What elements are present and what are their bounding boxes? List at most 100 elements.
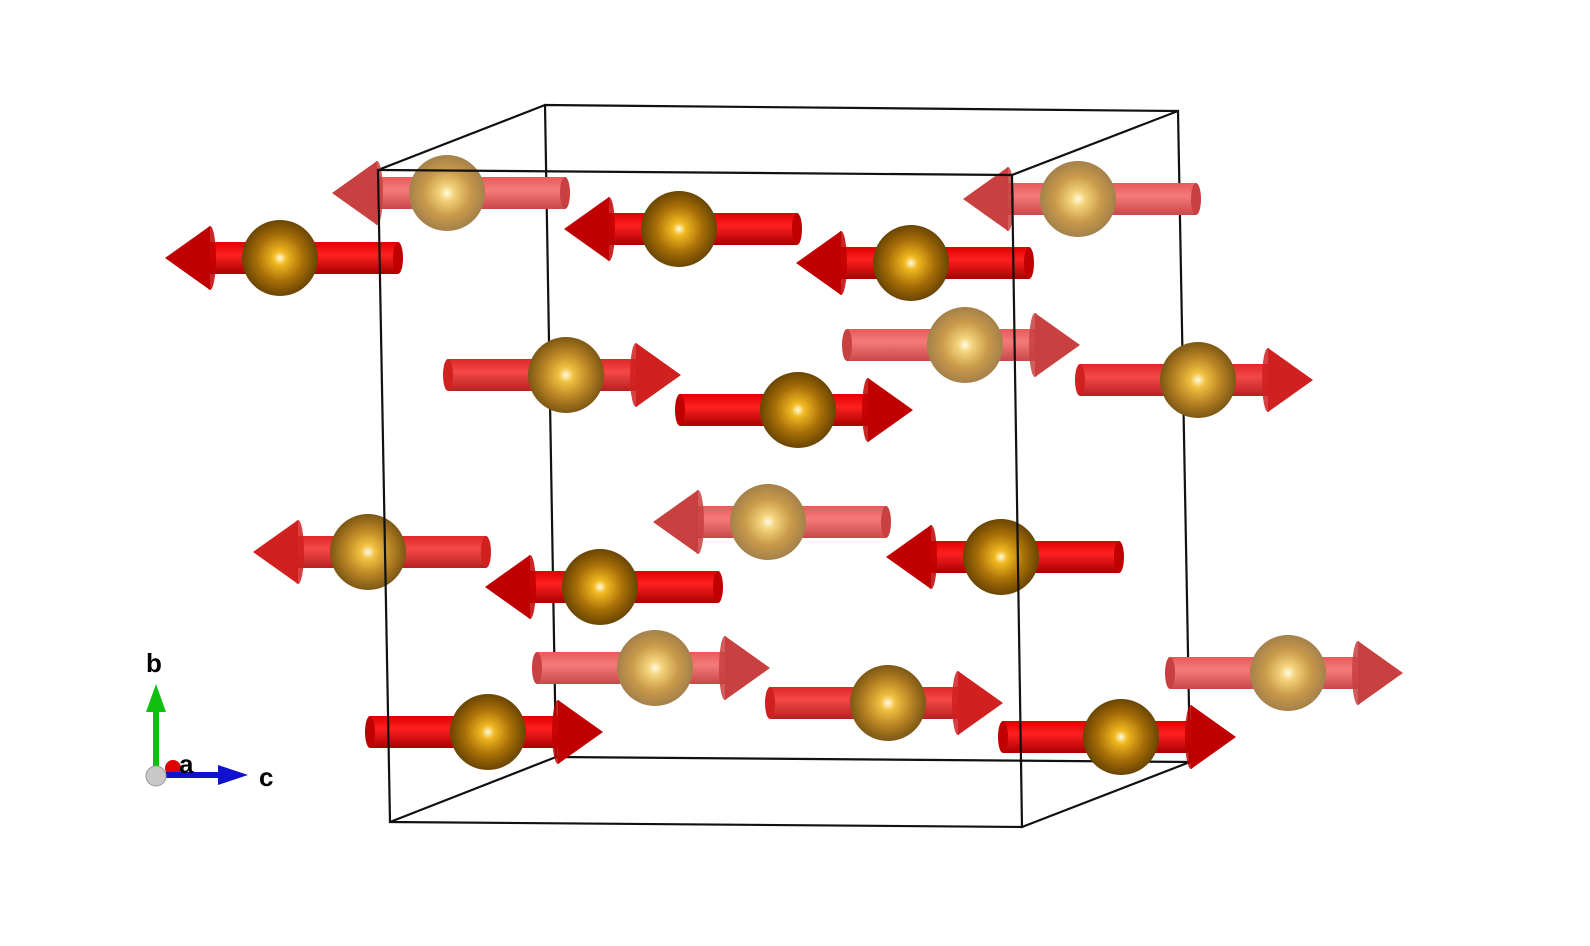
spin-arrow-tail-cap [675, 394, 685, 426]
spin-arrow-tail-cap [481, 536, 491, 568]
spin-arrowhead-base [1185, 705, 1197, 769]
spin-arrow-tail-cap [532, 652, 542, 684]
spin-arrow-tail-cap [792, 213, 802, 245]
atom-sphere [562, 549, 638, 625]
atom-sphere [528, 337, 604, 413]
spin-arrowhead-base [1262, 348, 1274, 412]
magnetic-atom [675, 372, 913, 448]
atom-sphere [850, 665, 926, 741]
spin-arrowhead-base [603, 197, 615, 261]
atom-sphere [1250, 635, 1326, 711]
spin-arrowhead-base [552, 700, 564, 764]
cell-edge [1011, 109, 1179, 177]
magnetic-atom [365, 694, 603, 770]
spin-arrowhead-base [292, 520, 304, 584]
spin-arrow-tail-cap [1024, 247, 1034, 279]
spin-arrowhead [1191, 705, 1236, 769]
cell-front-face [376, 168, 1024, 829]
spin-arrow-tail-cap [713, 571, 723, 603]
spin-arrow-tail-cap [365, 716, 375, 748]
magnetic-atom [998, 699, 1236, 775]
magnetic-atom [653, 484, 891, 560]
unit-cell-front-face [376, 168, 1024, 829]
spin-arrowhead [636, 343, 681, 407]
magnetic-atom [532, 630, 770, 706]
atom-sphere [242, 220, 318, 296]
spin-arrow-tail-cap [1114, 541, 1124, 573]
spin-arrowhead [653, 490, 698, 554]
spin-arrow-tail-cap [1165, 657, 1175, 689]
spin-arrow-tail-cap [1075, 364, 1085, 396]
spin-arrow-tail-cap [998, 721, 1008, 753]
spin-arrowhead-base [862, 378, 874, 442]
spin-arrowhead [886, 525, 931, 589]
spin-arrowhead [1035, 313, 1080, 377]
magnetic-atom [564, 191, 802, 267]
spin-arrowhead [796, 231, 841, 295]
axis-label-a: a [179, 749, 194, 779]
spin-arrow-tail-cap [393, 242, 403, 274]
atom-sphere [409, 155, 485, 231]
spin-arrow-tail-cap [765, 687, 775, 719]
spin-arrowhead [485, 555, 530, 619]
cell-edge [377, 103, 546, 172]
spin-arrowhead [564, 197, 609, 261]
spin-arrowhead-base [371, 161, 383, 225]
spin-arrowhead [868, 378, 913, 442]
spin-arrowhead-base [204, 226, 216, 290]
atom-sphere [873, 225, 949, 301]
spin-arrowhead-base [524, 555, 536, 619]
spin-arrowhead [558, 700, 603, 764]
spin-arrowhead-base [719, 636, 731, 700]
spin-arrowhead-base [952, 671, 964, 735]
spin-arrowhead-base [692, 490, 704, 554]
spin-arrow-tail-cap [881, 506, 891, 538]
spin-arrowhead-base [835, 231, 847, 295]
atom-sphere [617, 630, 693, 706]
magnetic-atom [963, 161, 1201, 237]
spin-arrowhead [165, 226, 210, 290]
atom-sphere [730, 484, 806, 560]
spin-arrow-tail-cap [560, 177, 570, 209]
spin-arrowhead [1358, 641, 1403, 705]
magnetic-atom [485, 549, 723, 625]
atom-sphere [330, 514, 406, 590]
spin-arrowhead-base [630, 343, 642, 407]
atom-sphere [760, 372, 836, 448]
spin-arrowhead [958, 671, 1003, 735]
axis-label-b: b [146, 648, 162, 678]
cell-edge [1021, 760, 1191, 829]
atom-sphere [641, 191, 717, 267]
atoms-layer [165, 155, 1403, 775]
magnetic-atom [332, 155, 570, 231]
spin-arrow-tail-cap [443, 359, 453, 391]
atom-sphere [927, 307, 1003, 383]
magnetic-atom [443, 337, 681, 413]
spin-arrowhead-base [1002, 167, 1014, 231]
axis-indicator: b a c [145, 648, 273, 792]
spin-arrowhead-base [1029, 313, 1041, 377]
atom-sphere [1160, 342, 1236, 418]
spin-arrowhead [963, 167, 1008, 231]
magnetic-atom [1075, 342, 1313, 418]
spin-arrowhead-base [925, 525, 937, 589]
magnetic-atom [842, 307, 1080, 383]
spin-arrow-tail-cap [1191, 183, 1201, 215]
axis-label-c: c [259, 762, 273, 792]
spin-arrowhead-base [1352, 641, 1364, 705]
atom-sphere [450, 694, 526, 770]
c-axis-arrowhead [218, 765, 248, 785]
origin-sphere [145, 765, 167, 787]
magnetic-atom [165, 220, 403, 296]
spin-arrowhead [253, 520, 298, 584]
spin-arrowhead [1268, 348, 1313, 412]
magnetic-atom [886, 519, 1124, 595]
atom-sphere [1083, 699, 1159, 775]
b-axis-arrowhead [146, 684, 166, 712]
magnetic-atom [1165, 635, 1403, 711]
spin-arrowhead [332, 161, 377, 225]
atom-sphere [1040, 161, 1116, 237]
magnetic-atom [796, 225, 1034, 301]
atom-sphere [963, 519, 1039, 595]
